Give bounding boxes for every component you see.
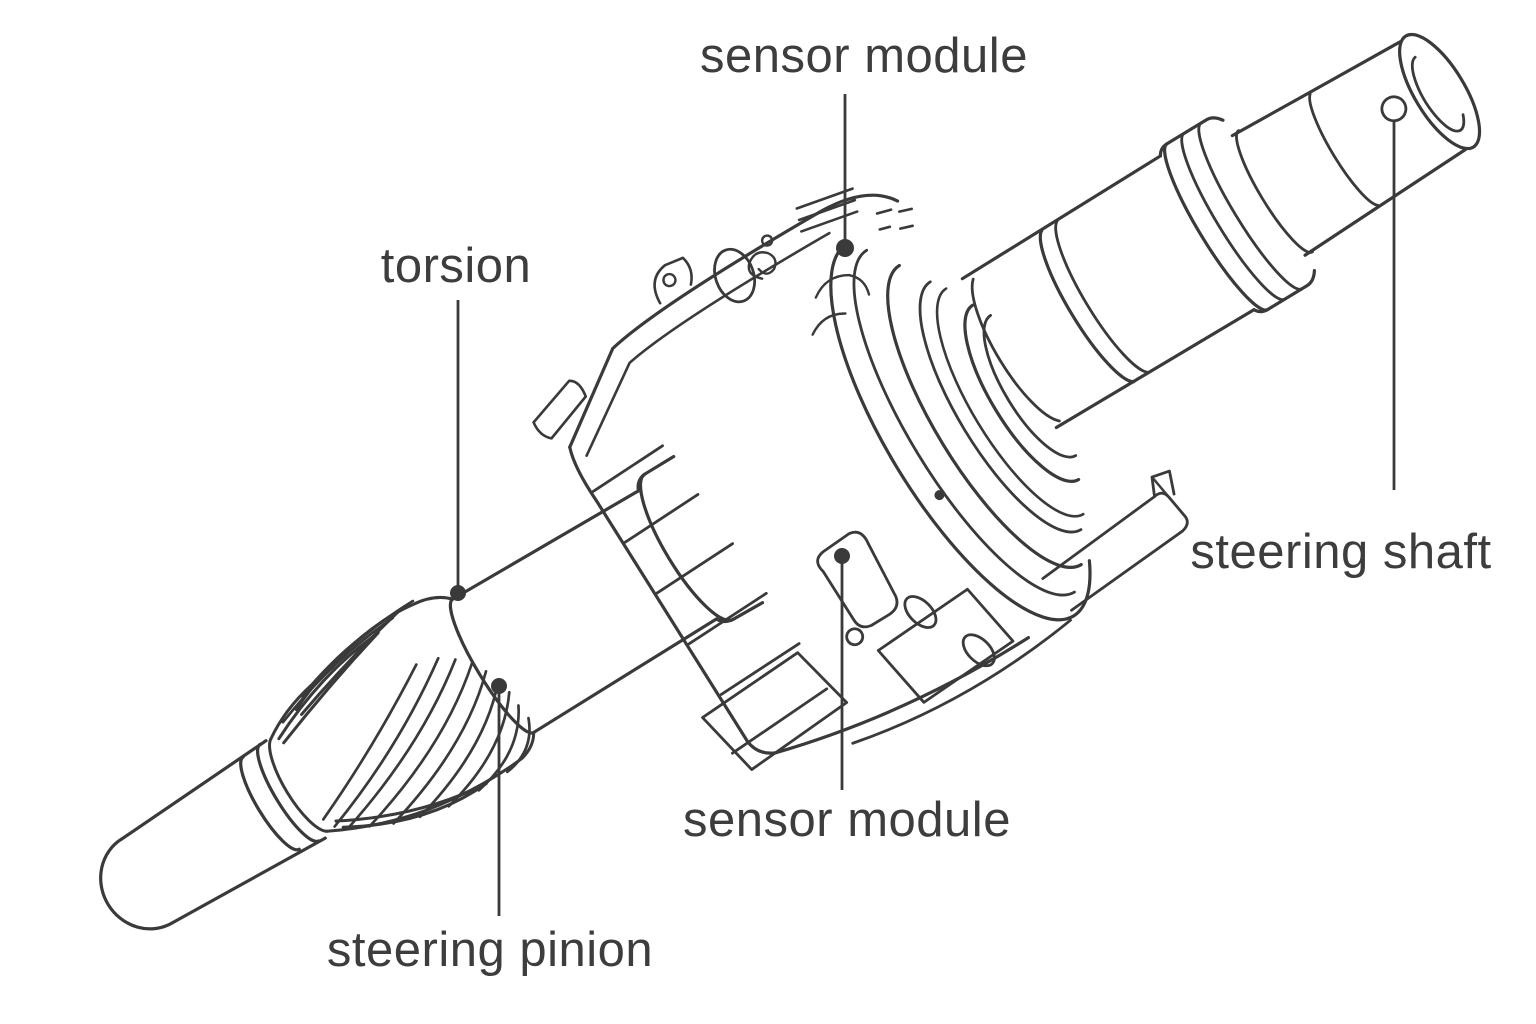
housing-top-hole bbox=[713, 247, 757, 304]
dot-steering-pinion bbox=[491, 678, 507, 694]
shaft-hole bbox=[1380, 95, 1408, 123]
shaft-end-rim bbox=[1398, 32, 1482, 151]
label-torsion: torsion bbox=[380, 239, 532, 293]
dot-torsion bbox=[450, 585, 466, 601]
shaft-triple-collar bbox=[1158, 116, 1317, 314]
leader-lines bbox=[456, 94, 1396, 916]
dash-marks bbox=[875, 207, 914, 231]
housing-stack-ribs bbox=[591, 444, 801, 696]
shaft-collar-boss bbox=[636, 454, 765, 624]
shaft-end-tube bbox=[1300, 32, 1482, 213]
tab-eyelet-hole bbox=[662, 272, 677, 288]
leader-dots bbox=[450, 239, 854, 694]
label-sensor-module-bottom: sensor module bbox=[683, 793, 1011, 847]
shaft-end-opening bbox=[1410, 55, 1466, 133]
wire-clip-detail bbox=[747, 251, 777, 280]
pin-oval bbox=[903, 595, 938, 629]
steering-shaft-section bbox=[960, 154, 1256, 430]
label-sensor-module-top: sensor module bbox=[700, 29, 1028, 83]
torsion-bar-shaft bbox=[448, 489, 718, 735]
sensor-module-housing bbox=[532, 187, 1031, 755]
steering-pinion-gear bbox=[268, 595, 536, 833]
hatch-marks bbox=[795, 187, 859, 233]
housing-ring-face bbox=[829, 241, 1092, 622]
pin-oval bbox=[961, 633, 996, 668]
dot-sensor-module-bottom bbox=[834, 548, 850, 564]
label-steering-pinion: steering pinion bbox=[326, 923, 654, 977]
pinion-tip-cylinder bbox=[99, 739, 327, 931]
label-steering-shaft: steering shaft bbox=[1190, 525, 1492, 579]
dot-sensor-module-top bbox=[836, 239, 854, 257]
housing-mounting-hardware bbox=[701, 469, 1189, 771]
mounting-tab-right bbox=[876, 587, 1015, 704]
mounting-tab-left bbox=[701, 651, 849, 771]
shaft-neck-section bbox=[1230, 95, 1374, 257]
connector-lug bbox=[816, 530, 899, 629]
bracket-arm bbox=[1041, 469, 1189, 612]
